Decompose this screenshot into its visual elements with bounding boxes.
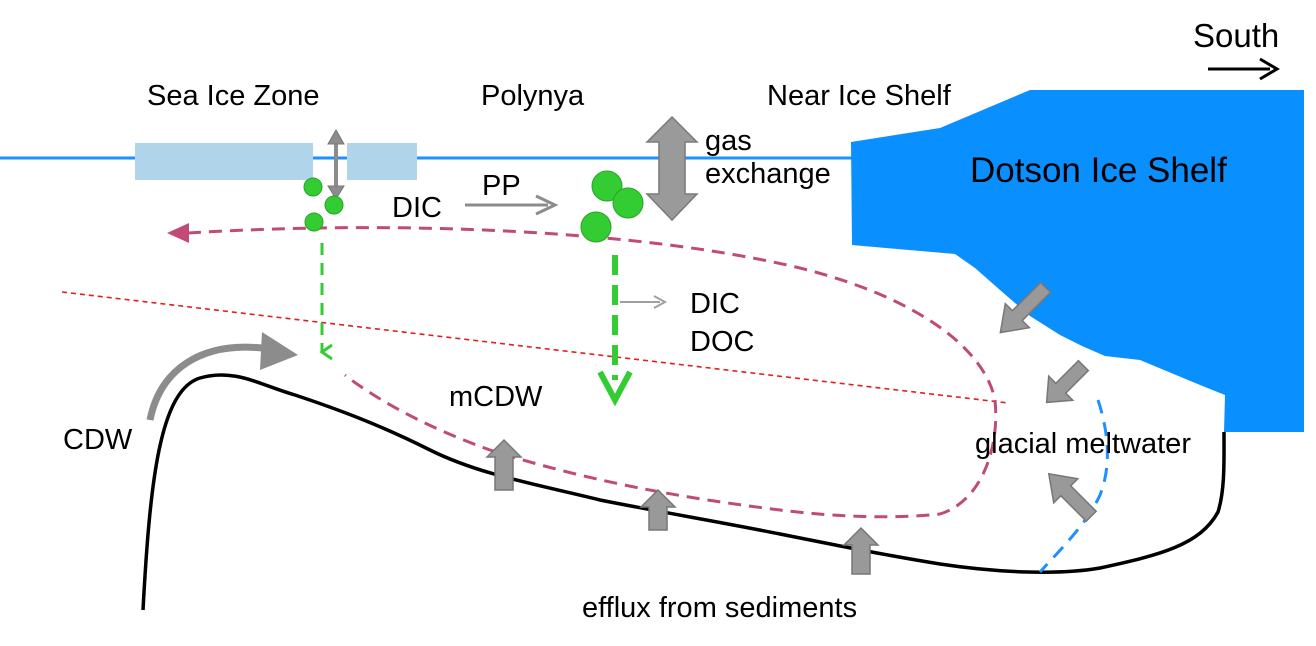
phytoplankton-cell xyxy=(580,211,612,243)
circulation-arrowhead xyxy=(167,223,189,243)
seafloor-line xyxy=(141,373,1226,611)
phytoplankton-cell xyxy=(304,212,324,232)
sinking-flux-arrowhead xyxy=(597,370,633,407)
ice-shelf-label: Dotson Ice Shelf xyxy=(970,151,1227,190)
cdw-label: CDW xyxy=(63,424,133,456)
sea-ice-floe xyxy=(347,143,417,180)
sea-ice-floe xyxy=(135,143,313,180)
gas-exchange-label-line1: gas xyxy=(705,125,752,157)
sediment-efflux-arrow xyxy=(485,438,523,491)
meltwater-arrow xyxy=(1047,472,1098,523)
meltwater-front-line xyxy=(1038,399,1109,574)
sediment-efflux-label: efflux from sediments xyxy=(582,592,858,624)
glacial-meltwater-label: glacial meltwater xyxy=(975,428,1191,460)
south-direction-arrowhead xyxy=(1259,57,1280,81)
meltwater-arrow xyxy=(1045,359,1090,404)
sea-ice-exchange-arrowhead xyxy=(327,128,345,145)
polynya-label: Polynya xyxy=(481,80,585,112)
dic-export-label: DIC xyxy=(690,288,740,320)
doc-label: DOC xyxy=(690,326,755,358)
sea-ice-zone-label: Sea Ice Zone xyxy=(147,80,320,112)
near-ice-shelf-label: Near Ice Shelf xyxy=(767,80,951,112)
dotson-ice-shelf xyxy=(851,90,1304,432)
phytoplankton-cell xyxy=(591,170,623,202)
pp-label: PP xyxy=(482,170,521,202)
gas-exchange-arrow xyxy=(645,115,699,222)
phytoplankton-cell xyxy=(303,177,323,197)
sediment-efflux-arrow xyxy=(639,488,677,531)
dic-label: DIC xyxy=(392,192,442,224)
phytoplankton-cell xyxy=(324,195,344,215)
mcdw-circulation-loop xyxy=(187,226,998,519)
pp-arrowhead xyxy=(535,194,559,216)
gas-exchange-label-line2: exchange xyxy=(705,158,831,190)
phytoplankton-cell xyxy=(612,187,644,219)
sediment-efflux-arrow xyxy=(842,526,880,575)
meltwater-arrow xyxy=(999,281,1052,334)
isopycnal-line xyxy=(61,291,1009,404)
mcdw-label: mCDW xyxy=(449,381,543,413)
cdw-inflow-arrow xyxy=(146,343,263,421)
south-direction-label: South xyxy=(1193,17,1280,54)
cdw-arrowhead xyxy=(260,332,298,370)
remineralization-arrowhead xyxy=(653,295,668,309)
sea-ice-exchange-arrowhead xyxy=(327,185,345,200)
